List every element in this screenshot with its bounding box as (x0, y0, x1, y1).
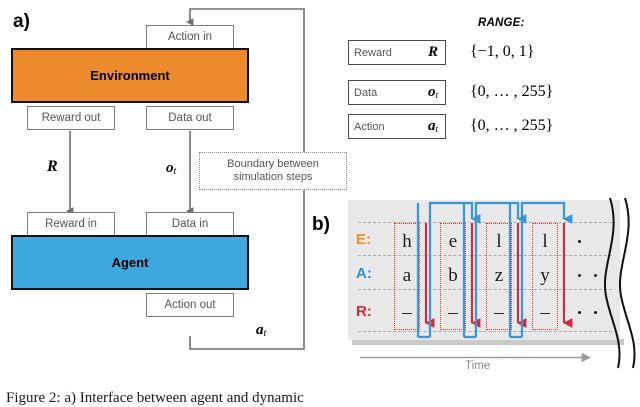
port-action-in-label: Action in (167, 31, 213, 43)
range-row-data-box: Data ot (348, 80, 446, 105)
panel-b-row-label-E: E: (356, 231, 371, 248)
port-data-in-label: Data in (171, 218, 209, 230)
range-row-data-symbol-base: o (427, 84, 436, 100)
boundary-note: Boundary between simulation steps (199, 152, 347, 190)
panel-b-trailing-dot-E-1 (578, 240, 581, 243)
figure-caption: Figure 2: a) Interface between agent and… (6, 390, 304, 406)
edge-label-reward-text: R (47, 158, 58, 175)
panel-b-cell-A-2: b (448, 265, 458, 286)
panel-b-cell-R-3: – (494, 302, 504, 323)
panel-b-shadow (352, 339, 624, 345)
panel-b-cell-A-1: a (402, 265, 412, 286)
panel-b-step-box-2 (440, 223, 466, 330)
port-data-in: Data in (146, 212, 234, 236)
panel-b-separator-1 (358, 255, 612, 256)
edge-label-observation-sub: t (173, 166, 177, 178)
range-row-action-box: Action at (348, 114, 446, 139)
panel-b-step-box-4 (532, 223, 558, 330)
range-row-action-symbol-sub: t (435, 123, 438, 134)
panel-b-separator-2 (358, 289, 612, 290)
panel-b-cell-R-2: – (448, 302, 458, 323)
range-row-action-name: Action (354, 120, 385, 133)
panel-b-cell-A-3: z (494, 265, 504, 286)
panel-b-trailing-dot-A-2 (594, 274, 597, 277)
range-row-reward-box: Reward R (348, 40, 446, 65)
boundary-note-line1: Boundary between (227, 157, 319, 170)
panel-a-label: a) (13, 11, 30, 32)
range-row-data-symbol: ot (428, 84, 445, 101)
range-row-action-symbol-base: a (427, 118, 436, 134)
panel-b-cell-E-1: h (402, 231, 412, 252)
panel-b-cell-A-4: y (540, 265, 550, 286)
panel-b-row-label-A: A: (356, 265, 372, 282)
panel-b-trailing-dot-R-2 (594, 311, 597, 314)
edge-label-reward: R (47, 158, 58, 176)
panel-b-cell-E-4: l (542, 231, 548, 252)
port-data-out: Data out (146, 106, 234, 130)
port-action-out-label: Action out (164, 299, 216, 311)
range-row-action-value: {0, … , 255} (470, 117, 554, 134)
range-title: RANGE: (478, 17, 525, 29)
panel-b-background (348, 200, 620, 340)
environment-box-label: Environment (90, 68, 170, 83)
boundary-note-line2: simulation steps (233, 171, 313, 183)
environment-box: Environment (11, 48, 249, 103)
agent-box-label: Agent (111, 255, 149, 270)
edge-label-action-sub: t (263, 328, 267, 340)
panel-b-cell-R-4: – (540, 302, 550, 323)
port-reward-out-label: Reward out (41, 112, 101, 124)
panel-b-trailing-dot-A-1 (578, 274, 581, 277)
panel-b-cell-E-3: l (496, 231, 502, 252)
port-reward-in-label: Reward in (45, 218, 97, 230)
panel-b-label: b) (312, 214, 330, 235)
panel-b-separator-top (358, 222, 612, 223)
panel-b-flow-arrows (416, 201, 573, 339)
panel-b-step-box-3 (486, 223, 512, 330)
edge-label-observation-base: o (166, 160, 174, 176)
range-row-data-value: {0, … , 255} (470, 83, 554, 100)
panel-b-row-label-R: R: (356, 303, 372, 320)
port-data-out-label: Data out (168, 112, 212, 124)
port-action-out: Action out (146, 293, 234, 317)
panel-b-separator-bottom (358, 331, 612, 332)
range-row-reward-symbol: R (427, 44, 438, 60)
edge-label-action: at (256, 322, 266, 339)
range-row-reward-name: Reward (354, 46, 392, 59)
panel-b-cell-E-2: e (448, 231, 458, 252)
range-row-reward-value: {−1, 0, 1} (470, 43, 535, 60)
agent-box: Agent (11, 235, 249, 290)
port-reward-out: Reward out (27, 106, 115, 130)
range-row-data-symbol-sub: t (435, 89, 438, 100)
port-reward-in: Reward in (27, 212, 115, 236)
range-row-action-symbol: at (428, 118, 445, 135)
panel-b-time-label: Time (465, 360, 491, 372)
panel-b-cell-R-1: – (402, 302, 412, 323)
edge-label-action-base: a (256, 322, 264, 338)
port-action-in: Action in (146, 25, 234, 49)
panel-b-trailing-dot-R-1 (578, 311, 581, 314)
panel-b-step-box-1 (394, 223, 420, 330)
panel-b-continuation-wave (604, 197, 636, 369)
panel-b-time-axis (360, 352, 591, 363)
edge-label-observation: ot (166, 160, 176, 177)
range-row-data-name: Data (354, 86, 378, 99)
